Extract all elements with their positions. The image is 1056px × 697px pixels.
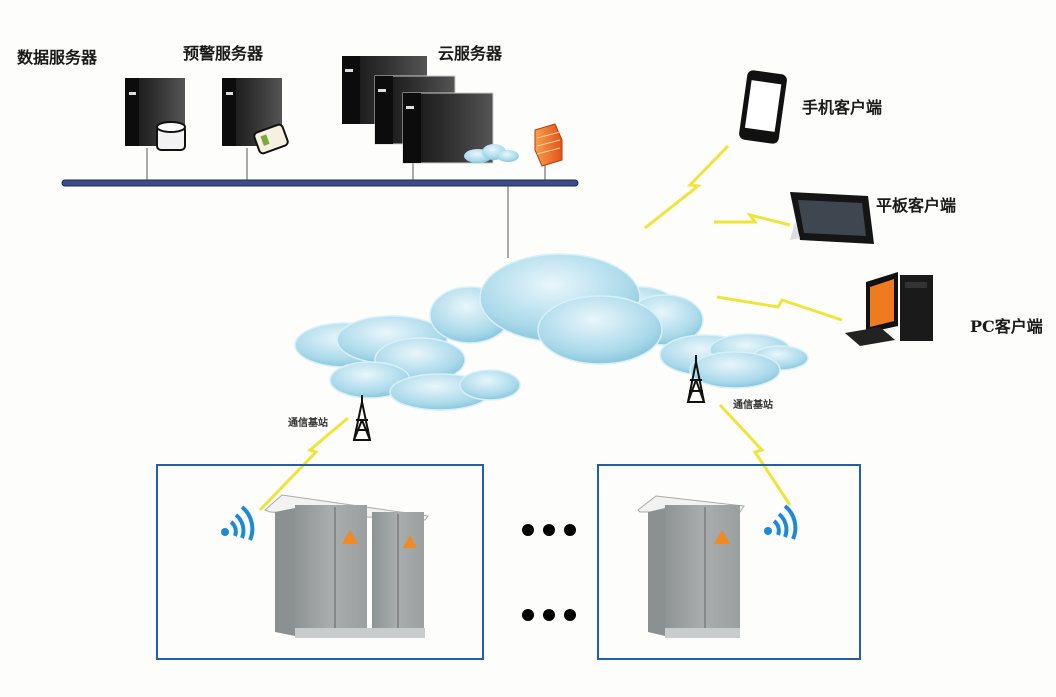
cloud-server-label: 云服务器 <box>438 44 503 63</box>
cloud-server-icon <box>342 56 519 164</box>
lightning-left-station <box>258 416 349 512</box>
tablet-icon <box>790 192 874 244</box>
data-server-label: 数据服务器 <box>17 48 98 67</box>
alarm-device-icon <box>253 123 289 155</box>
ellipsis-dots-top <box>522 524 576 536</box>
field-cabinet-single <box>637 495 745 638</box>
field-unit-group-left <box>156 464 484 660</box>
ellipsis-dots-bottom <box>522 609 576 621</box>
warning-sign-icon <box>342 530 358 544</box>
warning-server-icon <box>222 78 289 155</box>
base-station-label-left: 通信基站 <box>288 418 328 429</box>
lightning-tablet <box>714 212 791 227</box>
lightning-mobile <box>644 144 730 230</box>
network-bus <box>61 148 579 258</box>
mobile-client-label: 手机客户端 <box>802 98 883 117</box>
firewall-icon <box>534 123 563 167</box>
data-server-icon <box>125 78 186 151</box>
mobile-phone-icon <box>739 70 787 144</box>
wifi-signal-icon-left <box>221 505 255 541</box>
small-cloud-icon <box>464 144 519 163</box>
wireless-links <box>258 144 843 512</box>
base-station-tower-right <box>686 355 706 403</box>
base-station-tower-left <box>352 395 372 441</box>
base-station-label-right: 通信基站 <box>733 400 773 411</box>
wifi-signal-icon-right <box>764 504 798 540</box>
field-unit-group-right <box>597 464 861 660</box>
field-cabinet-double <box>264 494 429 638</box>
lightning-right-station <box>718 403 792 506</box>
warning-sign-icon <box>714 530 730 544</box>
tablet-client-label: 平板客户端 <box>876 196 957 215</box>
warning-server-label: 预警服务器 <box>183 44 264 63</box>
internet-cloud <box>294 253 809 411</box>
pc-icon <box>845 272 933 346</box>
warning-sign-icon <box>403 535 417 548</box>
pc-client-label: PC客户端 <box>970 317 1043 336</box>
database-icon <box>156 121 186 151</box>
lightning-pc <box>716 295 843 322</box>
